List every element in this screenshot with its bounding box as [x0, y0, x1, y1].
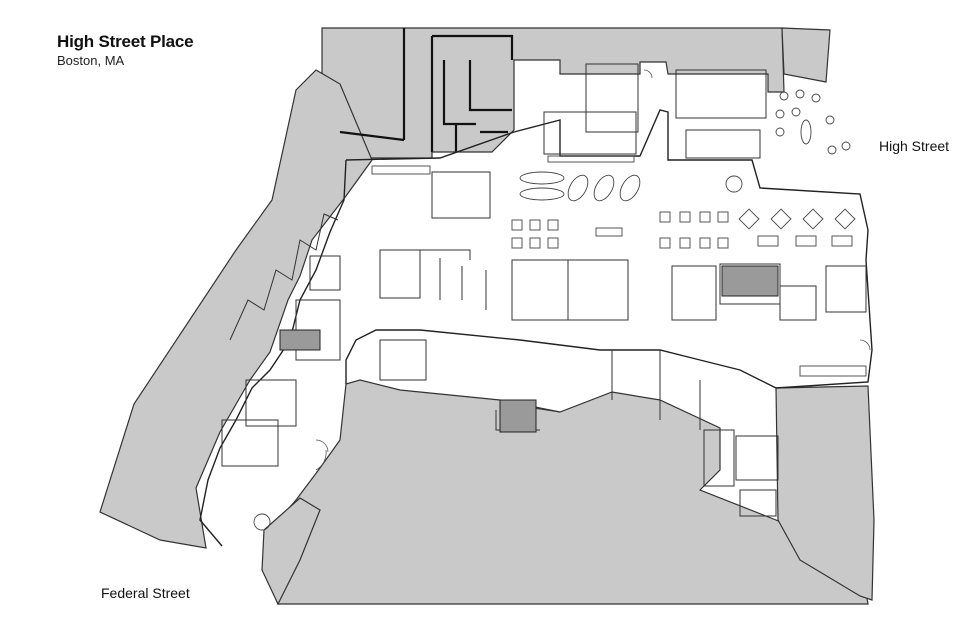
- street-label-federal: Federal Street: [101, 585, 190, 601]
- west-building: [99, 69, 373, 549]
- top-right-building: [781, 27, 831, 83]
- east-building: [775, 385, 875, 601]
- existing-buildings: [99, 27, 875, 606]
- page-subtitle: Boston, MA: [57, 53, 125, 68]
- page-title: High Street Place: [57, 32, 194, 51]
- interior-walls: [221, 63, 867, 517]
- floor-outline: [199, 109, 873, 547]
- staircases: [279, 265, 779, 433]
- door-swings: [315, 69, 871, 471]
- furniture: [253, 89, 867, 531]
- street-label-high: High Street: [879, 138, 950, 154]
- south-west-annex: [261, 497, 321, 606]
- top-block-walls: [339, 28, 514, 152]
- zigzag-wall: [229, 213, 339, 341]
